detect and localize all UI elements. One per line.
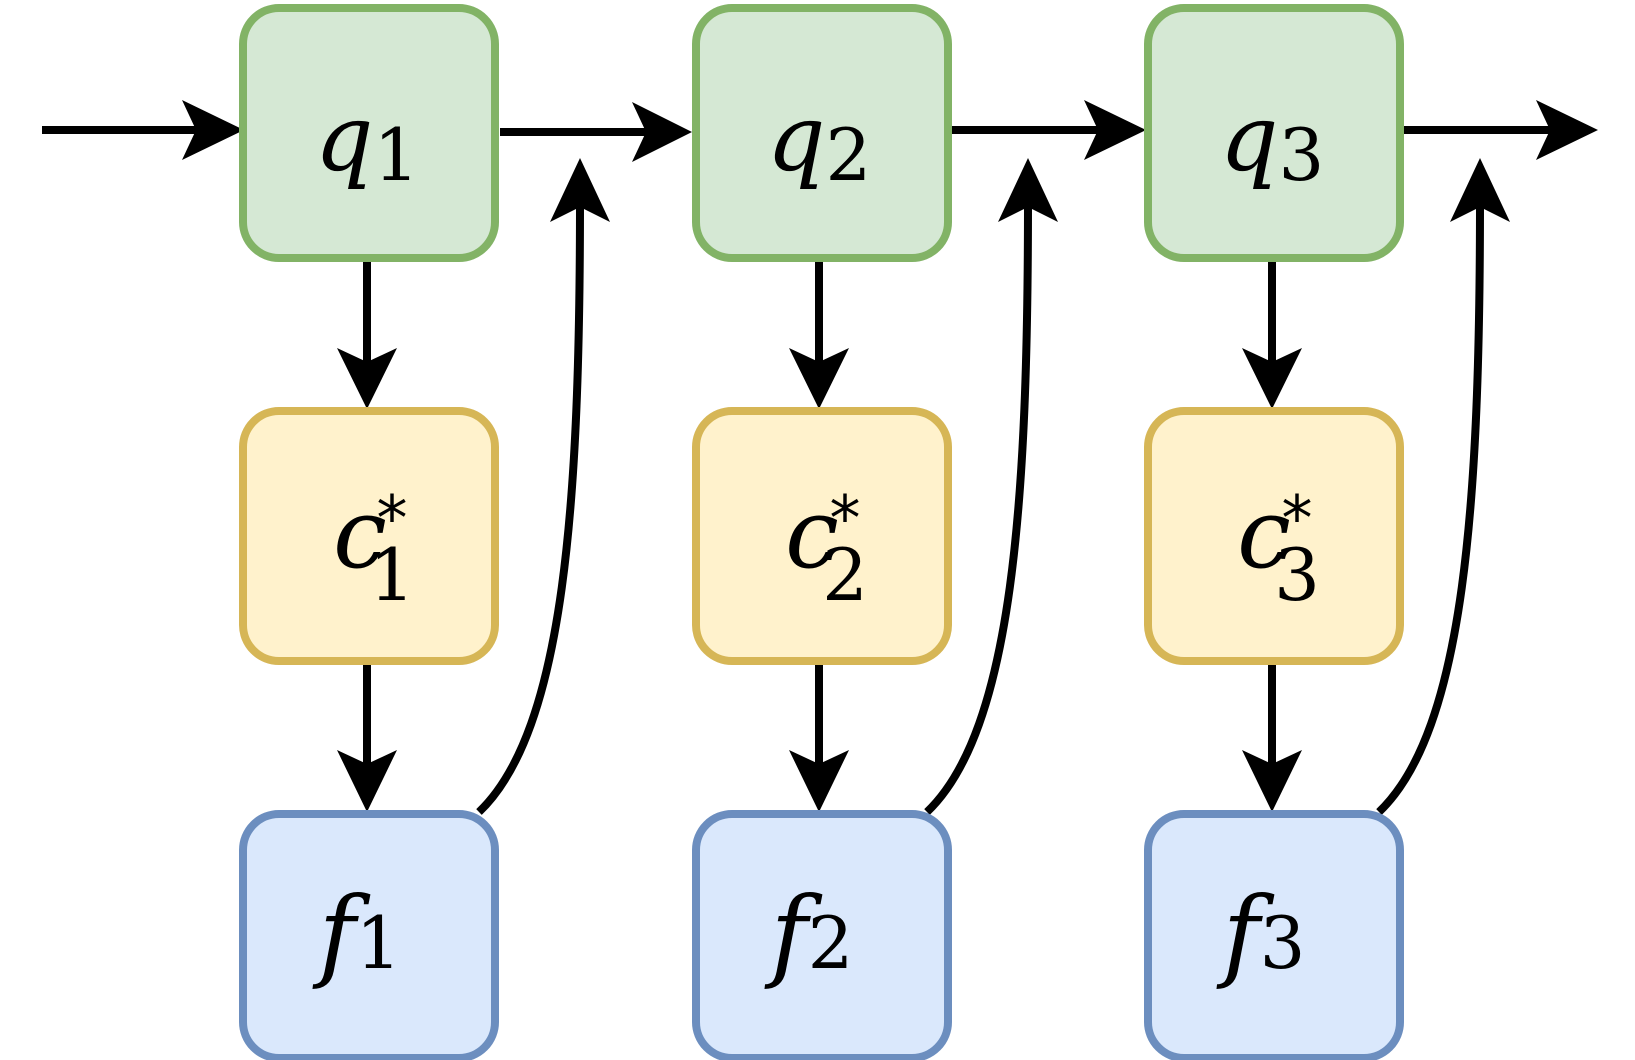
q1-to-q2-arrow-head [632, 102, 692, 162]
f2-feedback-arrow [924, 199, 1032, 815]
svg-text:c: c [785, 478, 839, 590]
candidate-symbol: c [333, 478, 387, 590]
query-symbol: q [767, 85, 826, 192]
arrows [42, 100, 1598, 815]
query-index: 1 [374, 113, 420, 197]
input-arrow-head [182, 100, 244, 160]
query-node-2: q2 [692, 4, 952, 262]
f2-feedback-arrow-head [998, 158, 1058, 222]
f1-feedback-arrow [476, 199, 584, 815]
svg-text:q3: q3 [1220, 85, 1325, 197]
column-3: q3 c * 3 f3 [1144, 4, 1404, 1060]
candidate-node-2: c * 2 [692, 407, 952, 665]
q2-to-c2-arrow-head [789, 348, 849, 409]
f3-feedback-arrow-head [1450, 158, 1510, 222]
svg-text:c: c [333, 478, 387, 590]
svg-text:q2: q2 [767, 85, 872, 197]
query-index: 3 [1279, 113, 1325, 197]
c1-to-f1-arrow-head [337, 750, 397, 812]
query-index: 2 [826, 113, 872, 197]
q3-to-c3-arrow-head [1242, 348, 1302, 409]
output-arrow-head [1536, 100, 1598, 160]
column-2: q2 c * 2 f2 [692, 4, 952, 1060]
feedback-node-1: f1 [239, 810, 499, 1060]
feedback-index: 1 [356, 901, 402, 985]
feedback-index: 2 [808, 901, 854, 985]
c2-to-f2-arrow-head [789, 750, 849, 812]
candidate-node-3: c * 3 [1144, 407, 1404, 665]
feedback-index: 3 [1260, 901, 1306, 985]
column-1: q1 c * 1 f1 [239, 4, 499, 1060]
feedback-node-3: f3 [1144, 810, 1404, 1060]
f3-feedback-arrow [1376, 199, 1484, 815]
candidate-node-1: c * 1 [239, 407, 499, 665]
candidate-superscript: * [377, 482, 408, 555]
candidate-index: 1 [369, 533, 415, 617]
candidate-symbol: c [785, 478, 839, 590]
f1-feedback-arrow-head [550, 158, 610, 222]
candidate-index: 2 [822, 533, 868, 617]
candidate-superscript: * [1282, 482, 1313, 555]
candidate-superscript: * [830, 482, 861, 555]
svg-text:q1: q1 [315, 85, 420, 197]
svg-text:c: c [1237, 478, 1291, 590]
q1-to-c1-arrow-head [337, 348, 397, 409]
query-symbol: q [1220, 85, 1279, 192]
query-symbol: q [315, 85, 374, 192]
svg-text:f2: f2 [764, 875, 854, 992]
feedback-node-2: f2 [692, 810, 952, 1060]
query-node-3: q3 [1144, 4, 1404, 262]
query-node-1: q1 [239, 4, 499, 262]
candidate-index: 3 [1274, 533, 1320, 617]
q2-to-q3-arrow-head [1084, 100, 1146, 160]
c3-to-f3-arrow-head [1242, 750, 1302, 812]
candidate-symbol: c [1237, 478, 1291, 590]
